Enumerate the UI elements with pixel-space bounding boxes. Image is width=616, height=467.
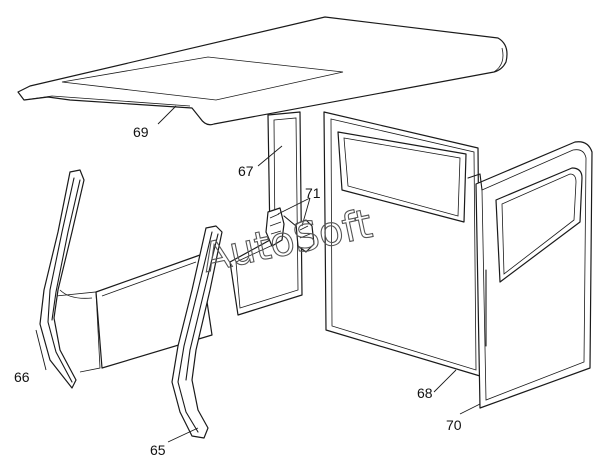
part-67-pillar-panel xyxy=(229,111,303,316)
leader-lines xyxy=(35,105,481,443)
callout-69: 69 xyxy=(133,124,149,140)
part-70-door xyxy=(467,141,593,409)
part-66-front-pillar xyxy=(39,169,93,389)
part-68-rear-side-panel xyxy=(323,111,481,377)
callout-65: 65 xyxy=(150,442,166,458)
part-65-middle-pillar xyxy=(171,225,223,439)
callout-67: 67 xyxy=(238,163,254,179)
callout-70: 70 xyxy=(446,417,462,433)
callout-71: 71 xyxy=(305,185,321,201)
callout-66: 66 xyxy=(14,369,30,385)
part-69-roof-panel xyxy=(17,16,508,126)
part-71-latch-hardware xyxy=(265,207,315,253)
callout-68: 68 xyxy=(417,385,433,401)
